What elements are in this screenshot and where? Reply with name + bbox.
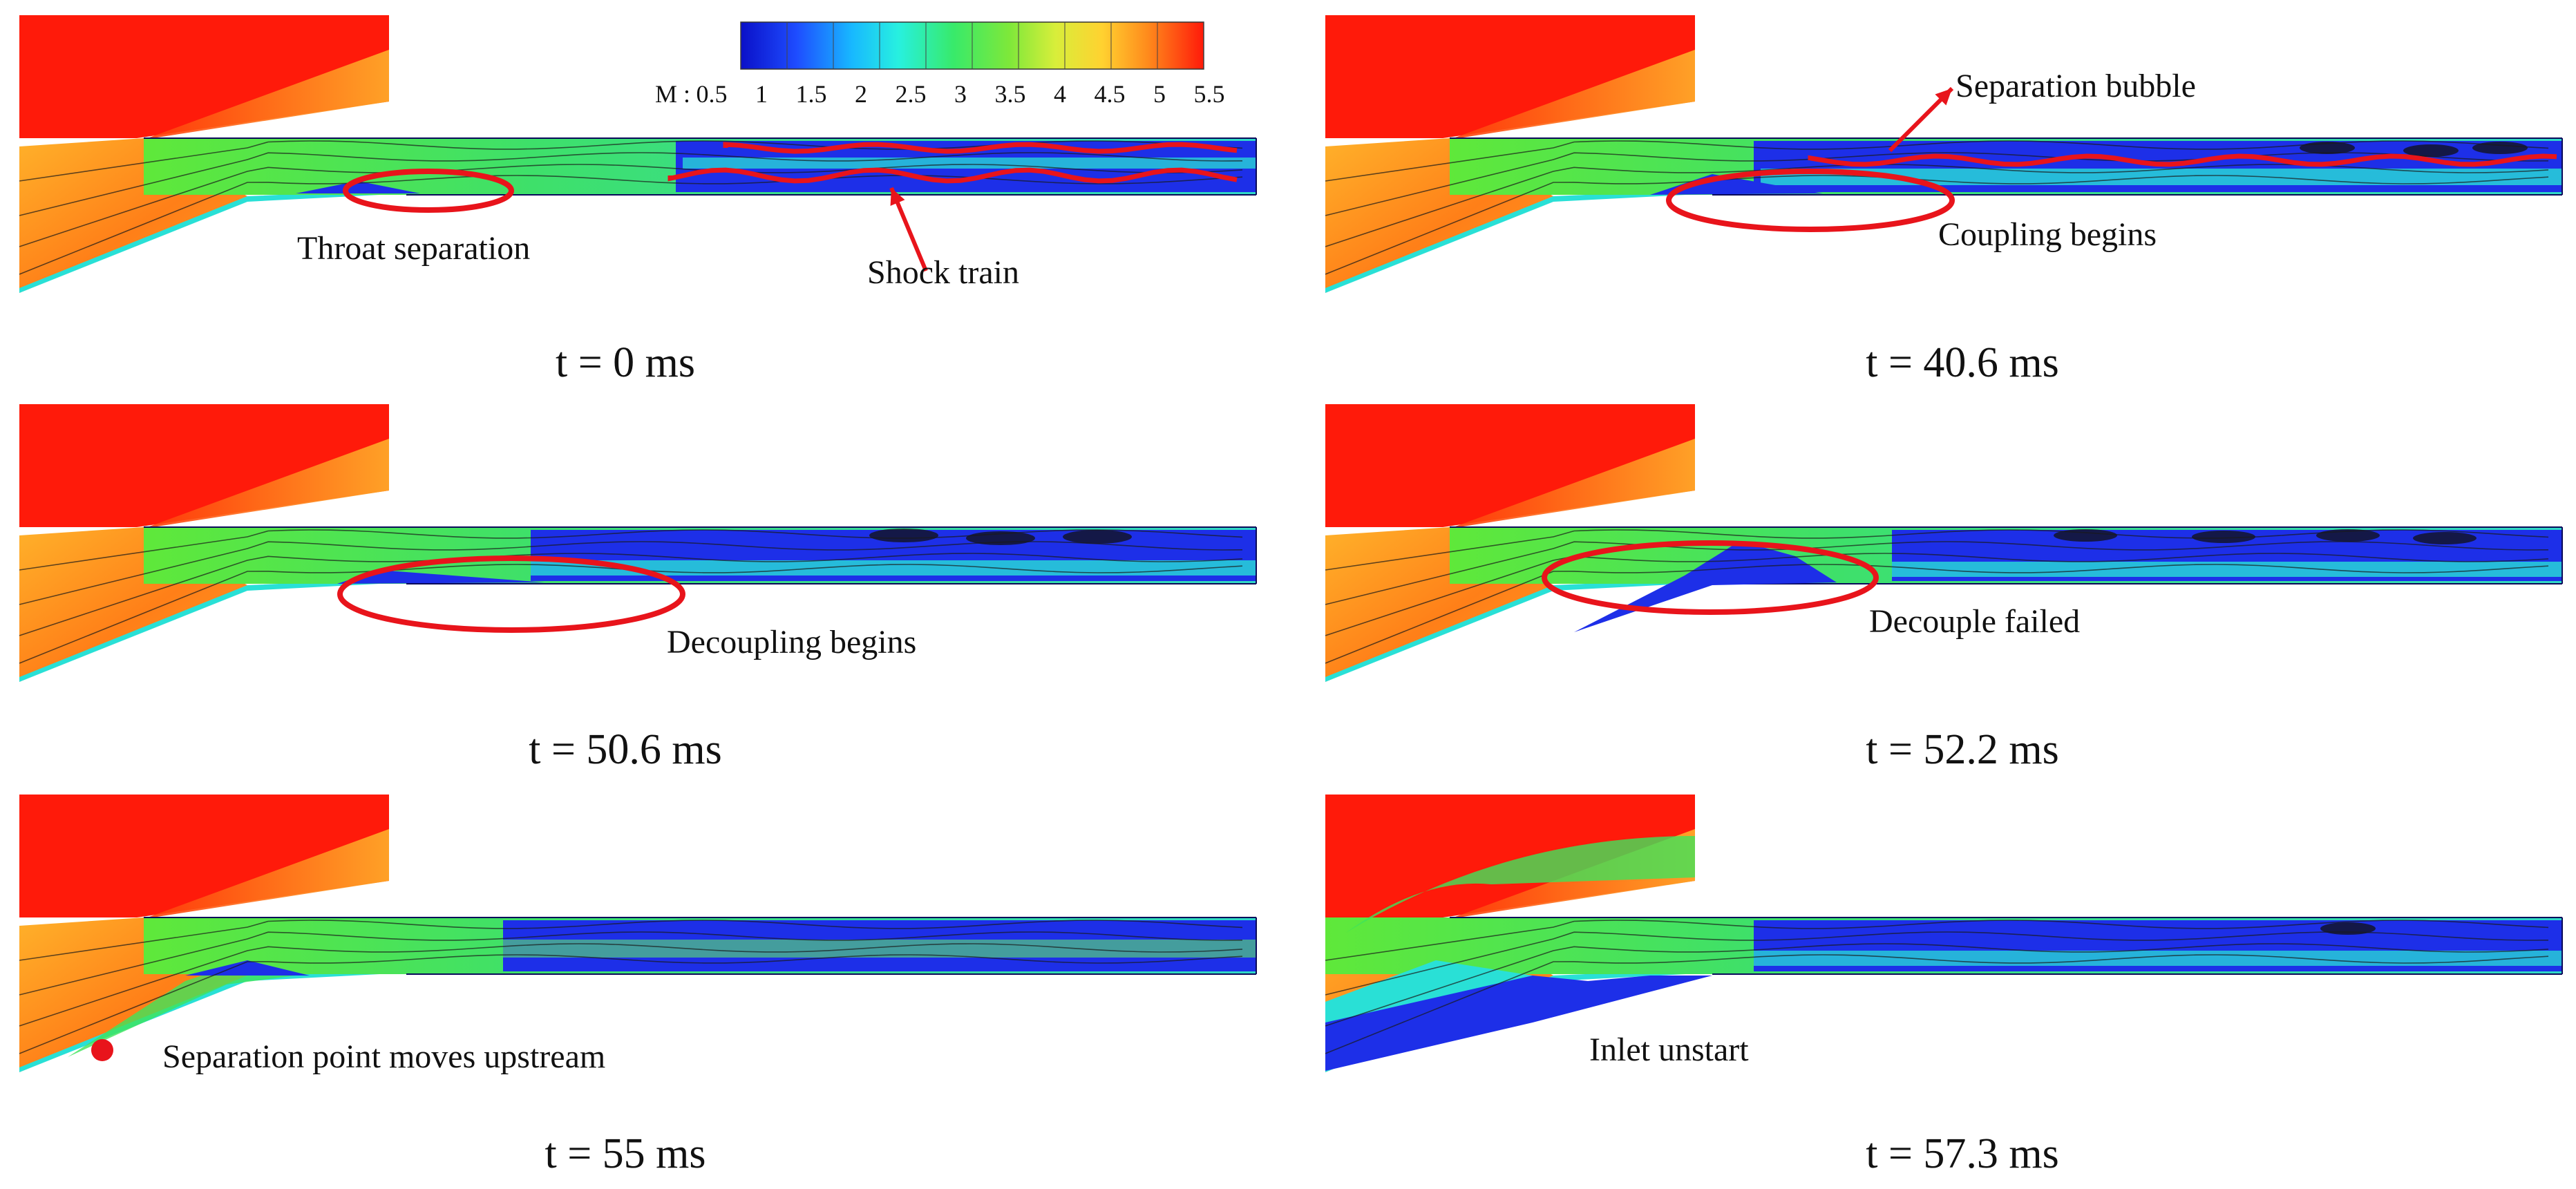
streamline <box>19 553 1243 636</box>
annotation-label: Decoupling begins <box>667 624 916 660</box>
throat-bubble <box>296 181 420 193</box>
core-flow <box>1892 562 2562 577</box>
colorbar-tick-label: 1.5 <box>796 80 827 108</box>
cowl-edge-flow <box>1450 50 1695 140</box>
colorbar-tick-label: 3 <box>954 80 967 108</box>
time-caption: t = 50.6 ms <box>529 726 722 773</box>
vortex-core <box>2192 531 2255 543</box>
streamlines <box>1325 529 2549 664</box>
streamline <box>1325 920 2549 961</box>
streamline <box>19 920 1243 961</box>
annotation-ellipse <box>1666 169 1955 232</box>
streamline <box>19 943 1243 1027</box>
shock-train-outline <box>723 142 1238 154</box>
colorbar-tick-label: 5 <box>1153 80 1166 108</box>
streamline <box>1325 931 2549 996</box>
streamline <box>19 954 1243 1054</box>
streamline <box>1325 541 2549 605</box>
colorbar-tick-label: 5.5 <box>1194 80 1225 108</box>
throat-bubble <box>1650 174 1823 195</box>
streamline <box>1325 943 2549 1027</box>
annotation-label: Separation point moves upstream <box>162 1038 605 1075</box>
streamline <box>1325 954 2549 1054</box>
annotation-label: Separation bubble <box>1955 68 2196 104</box>
core-flow <box>531 560 1256 576</box>
cowl-edge-flow <box>144 439 389 529</box>
core-flow <box>503 940 1256 958</box>
time-caption: t = 0 ms <box>556 339 695 386</box>
colorbar-tick-label: 4 <box>1054 80 1066 108</box>
isolator-duct <box>144 137 1257 196</box>
colorbar-tick-label: 3.5 <box>995 80 1026 108</box>
streamline <box>1325 152 2549 216</box>
annotation-label: Throat separation <box>297 230 530 267</box>
simulation-panel <box>1325 795 2563 1072</box>
streamline <box>19 541 1243 605</box>
time-caption: t = 40.6 ms <box>1866 339 2059 386</box>
streamline <box>19 152 1243 216</box>
streamline <box>19 175 1243 275</box>
colorbar-tick-label: 2.5 <box>896 80 927 108</box>
annotation-ellipse <box>343 169 514 213</box>
separation-bubble-outline <box>1808 153 2557 167</box>
cowl-edge-flow <box>1450 439 1695 529</box>
streamline <box>1325 529 2549 571</box>
streamline <box>19 140 1243 182</box>
streamline <box>1325 164 2549 247</box>
colorbar-tick-label: 2 <box>855 80 867 108</box>
shock-train-core <box>683 158 1256 169</box>
time-caption: t = 55 ms <box>544 1130 705 1177</box>
arrow-head <box>890 188 905 206</box>
annotation-ellipse <box>337 555 685 633</box>
colorbar-tick-label: 4.5 <box>1095 80 1126 108</box>
streamline <box>19 931 1243 996</box>
streamline <box>19 529 1243 571</box>
cowl-edge-flow <box>144 829 389 919</box>
vortex-core <box>2054 529 2117 542</box>
separation-point-marker <box>91 1039 113 1061</box>
streamlines <box>19 920 1243 1054</box>
annotation-label: Inlet unstart <box>1589 1031 1749 1068</box>
isolator-duct <box>144 526 1257 584</box>
colorbar-tick-label: 1 <box>755 80 768 108</box>
shock-train-outline <box>667 167 1238 184</box>
colorbar-tick-label: 0.5 <box>697 80 728 108</box>
colorbar-prefix: M : <box>655 80 690 108</box>
time-caption: t = 57.3 ms <box>1866 1130 2059 1177</box>
mach-colorbar: M : 0.5 1 1.5 2 2.5 3 3.5 4 4.5 5 5.5 <box>655 21 1225 108</box>
simulation-panel <box>19 795 1257 1072</box>
throat-bubble <box>337 570 544 584</box>
vortex-core <box>869 529 938 542</box>
vortex-core <box>2403 144 2459 157</box>
spillage-shock <box>1346 836 1695 933</box>
separated-wedge <box>185 960 310 976</box>
annotation-ellipse <box>1542 540 1879 615</box>
unstart-separation <box>1325 976 1712 1071</box>
isolator-duct <box>1450 526 2563 584</box>
vortex-core <box>2413 532 2476 544</box>
streamline <box>1325 140 2549 182</box>
annotation-label: Coupling begins <box>1938 216 2157 253</box>
arrow-head <box>1935 88 1952 106</box>
simulation-panel <box>1325 404 2563 682</box>
annotation-label: Decouple failed <box>1869 603 2080 640</box>
cowl-edge-flow <box>144 50 389 140</box>
annotation-label: Shock train <box>867 254 1019 291</box>
vortex-core <box>1063 530 1132 544</box>
streamlines <box>1325 920 2549 1054</box>
time-caption: t = 52.2 ms <box>1866 726 2059 773</box>
simulation-panel <box>1325 15 2563 293</box>
isolator-duct <box>144 917 1257 975</box>
isolator-duct <box>1325 917 2563 975</box>
simulation-panel <box>19 404 1257 682</box>
streamline <box>1325 564 2549 664</box>
streamline <box>1325 553 2549 636</box>
core-flow <box>1754 951 2562 966</box>
